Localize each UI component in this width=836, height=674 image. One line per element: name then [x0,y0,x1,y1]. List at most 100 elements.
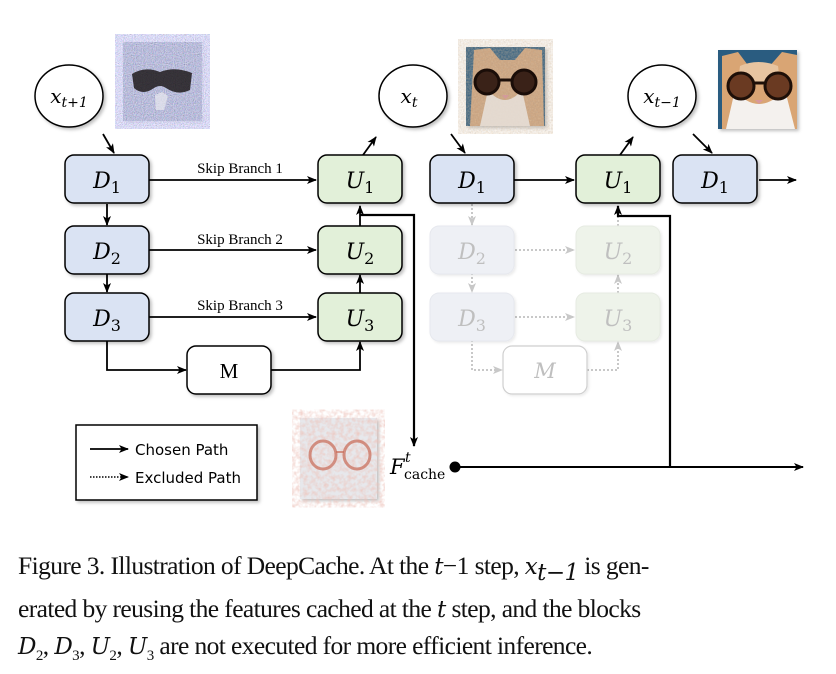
block-label-sub: 3 [476,316,486,335]
caption-math-sub: 3 [146,648,154,665]
node-label-base: x [50,84,61,108]
skip-branch-2-label: Skip Branch 2 [197,232,283,248]
caption-text: are not executed for more efficient infe… [153,631,593,661]
caption-math: D [54,634,73,661]
svg-text:xt: xt [401,84,418,111]
caption-text: step, and the blocks [445,594,641,624]
block-label-sub: 1 [622,178,632,197]
step-t-connections [102,133,418,447]
block-label: M [220,359,239,383]
arrow-u1-to-xt [362,136,377,156]
block-m-step-t-minus-1-excluded: M [502,345,588,395]
cache-label-sup: t [405,450,411,466]
block-label-sub: 2 [111,249,121,268]
block-label-base: D [700,169,719,194]
arrow-xt1-to-d1 [102,133,115,154]
legend-chosen-label: Chosen Path [135,441,228,459]
block-u3-step-t-minus-1-excluded: U3 [575,292,661,342]
block-u2-step-t-minus-1-excluded: U2 [575,225,661,275]
block-label-base: U [346,307,366,332]
caption-math: D [18,634,36,661]
block-m-step-t: M [186,345,272,395]
skip-branch-1-label: Skip Branch 1 [197,161,283,177]
caption-math-sub: 2 [109,648,117,665]
deepcache-diagram: xt+1 xt xt−1 Skip Branch 1 Skip Branch 2… [34,42,804,501]
step-t-minus-1-excluded-connections [468,204,622,374]
block-d3-step-t-minus-1-excluded: D3 [429,292,515,342]
block-label: M [533,359,556,383]
svg-text:U1: U1 [604,169,633,197]
arrow-d3-to-m [106,340,187,374]
cached-feature-map-thumbnail [300,418,377,499]
block-d1-step-t: D1 [64,154,150,204]
caption-line-1: Figure 3. Illustration of DeepCache. At … [18,548,823,591]
arrow-cache-to-u1 [614,205,672,467]
block-u3-step-t: U3 [317,292,403,342]
block-label-base: U [604,307,624,332]
caption-math: U [127,634,147,661]
svg-text:xt−1: xt−1 [643,84,681,111]
block-label-base: U [346,240,366,265]
block-d1-step-t-minus-1: D1 [429,154,515,204]
node-label-sub: t [412,95,418,111]
cache-feature-label: F t cache [389,450,445,483]
caption-line-3: D2, D3, U2, U3 are not executed for more… [18,631,593,665]
caption-text: is gen- [578,551,649,580]
legend-excluded-label: Excluded Path [135,469,241,487]
cache-label-base: F [389,455,406,479]
block-label-base: U [604,169,624,194]
caption-text: erated by reusing the features cached at… [18,594,438,624]
svg-text:U3: U3 [346,307,375,335]
node-x-t-plus-1: xt+1 [34,64,104,128]
svg-text:U2: U2 [604,240,633,268]
block-label-base: U [346,169,366,194]
skip-branch-3-label: Skip Branch 3 [197,298,283,314]
svg-text:D2: D2 [457,240,486,268]
block-label-base: D [457,307,476,332]
svg-text:D2: D2 [92,240,121,268]
caption-math-sub: t−1 [537,560,579,587]
block-label-base: D [457,240,476,265]
block-label-sub: 2 [476,249,486,268]
node-label-sub: t−1 [655,95,681,111]
caption-math: t [434,554,443,580]
noisy-image-thumbnail-t-plus-1 [123,42,202,121]
block-label-sub: 3 [622,316,632,335]
node-x-t-minus-1: xt−1 [627,64,697,128]
block-label-sub: 3 [364,316,374,335]
block-label-base: U [604,240,624,265]
svg-text:D1: D1 [700,169,729,197]
partially-denoised-image-thumbnail-t [466,47,545,126]
arrow-cache-feature [360,213,418,447]
node-label-sub: t+1 [62,95,88,111]
block-label-sub: 1 [364,178,374,197]
svg-text:D3: D3 [92,307,121,335]
block-label-sub: 1 [111,178,121,197]
caption-text: −1 step, [442,551,525,580]
block-label-sub: 1 [719,178,729,197]
arrow-xt-to-d1 [450,133,466,154]
block-label-base: D [92,307,111,332]
arrow-u1-to-xt-1 [619,136,634,156]
block-label-sub: 1 [476,178,486,197]
arrow-xt-1-to-d1 [692,133,713,154]
cache-point-dot [449,461,461,473]
svg-text:U3: U3 [604,307,633,335]
svg-text:D1: D1 [92,169,121,197]
block-label-sub: 2 [364,249,374,268]
node-label-base: x [643,84,654,108]
svg-text:xt+1: xt+1 [50,84,88,111]
caption-math-sub: 2 [35,648,43,665]
block-label-base: D [92,240,111,265]
caption-line-2: erated by reusing the features cached at… [18,591,823,628]
block-label-base: D [457,169,476,194]
node-label-base: x [401,84,412,108]
block-d1-next-step: D1 [672,154,758,204]
block-d2-step-t-minus-1-excluded: D2 [429,225,515,275]
svg-text:D1: D1 [457,169,486,197]
block-u1-step-t: U1 [317,154,403,204]
figure-caption: Figure 3. Illustration of DeepCache. At … [18,548,823,674]
cache-label-sub: cache [404,467,445,483]
caption-text: Figure 3. Illustration of DeepCache. At … [18,551,435,580]
block-label-sub: 2 [622,249,632,268]
